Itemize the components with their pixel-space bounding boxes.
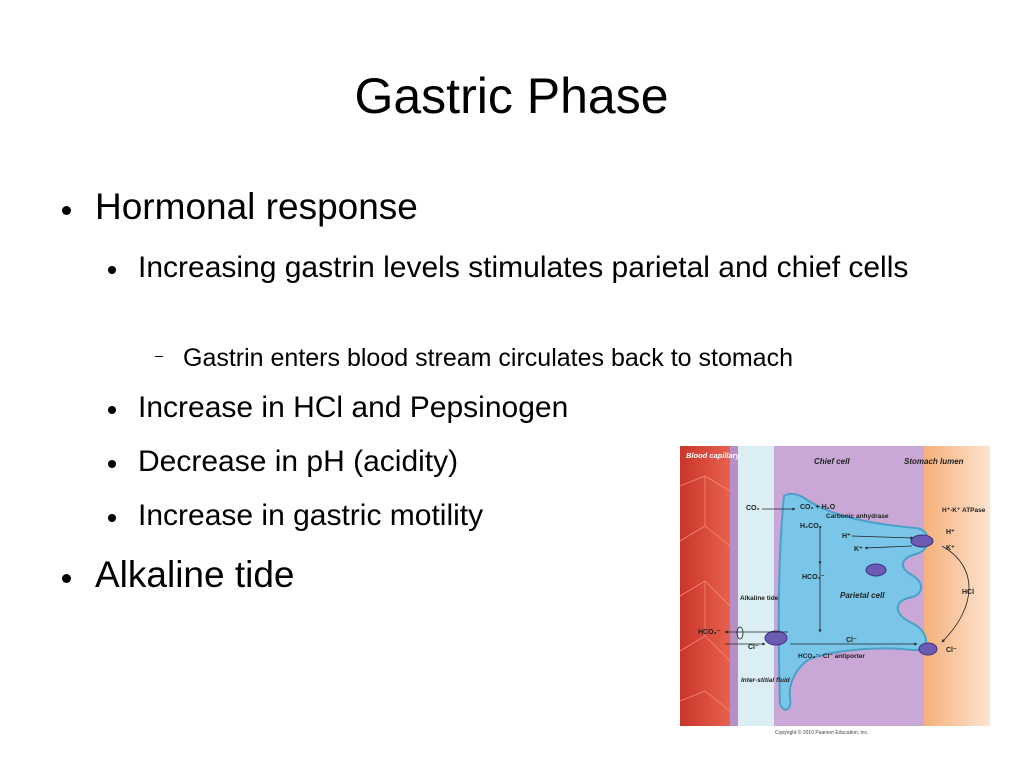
bullet-text: Decrease in pH (acidity) [138,445,459,478]
bullet-dot-icon [108,514,116,522]
lumen-pump [865,563,887,577]
bullet-text: Gastrin enters blood stream circulates b… [183,344,793,372]
bullet-dot-icon [108,406,116,414]
cl-channel [918,642,938,656]
label-hco3: HCO₃⁻ [802,574,825,581]
label-co2: CO₂ [746,505,760,512]
page-title: Gastric Phase [354,68,669,124]
hk-atpase-pump [910,534,934,548]
bullet-text: Increase in gastric motility [138,499,484,532]
parietal-cell-diagram: Blood capillary Chief cell Stomach lumen… [680,446,990,726]
interstitial-region [738,446,774,726]
label-h-right: H⁺ [946,529,955,536]
bullet-text: Alkaline tide [95,554,295,595]
bullet-text: Increase in HCl and Pepsinogen [138,391,569,424]
label-cl-left: Cl⁻ [748,644,759,651]
antiporter [764,630,788,646]
bullet-dot-icon [62,206,71,215]
label-stomach-lumen: Stomach lumen [904,457,964,466]
stomach-lumen-region [924,446,990,726]
label-cl-mid: Cl⁻ [846,637,857,644]
label-k-plus: K⁺ [854,546,863,553]
label-blood-capillary: Blood capillary [686,451,741,460]
bullet-text: Increasing gastrin levels stimulates par… [138,251,909,284]
label-chief-cell: Chief cell [814,457,850,466]
label-k-right: K⁺ [946,545,955,552]
label-hcl: HCl [962,589,974,596]
label-alkaline-tide: Alkaline tide [740,595,779,602]
label-cl-right: Cl⁻ [946,647,957,654]
figure-copyright: Copyright © 2010 Pearson Education, Inc. [775,730,869,736]
label-hco3-left: HCO₃⁻ [698,629,721,636]
parietal-cell-shape [777,492,929,711]
label-antiporter: HCO₃⁻- Cl⁻ antiporter [798,653,865,660]
bullet-dot-icon [108,460,116,468]
bullet-dash-icon [155,356,163,357]
label-h-plus: H⁺ [842,533,851,540]
label-co2-h2o: CO₂ + H₂O [800,504,836,511]
label-parietal-cell: Parietal cell [840,591,885,600]
label-interstitial-fluid: Inter-stitial fluid [741,677,791,684]
bullet-dot-icon [62,574,71,583]
label-carbonic-anhydrase: Carbonic anhydrase [826,513,889,520]
bullet-dot-icon [108,266,116,274]
label-hk-atpase: H⁺-K⁺ ATPase [942,507,986,514]
alkaline-tide-channel [736,626,744,640]
label-h2co3: H₂CO₃ [800,523,822,530]
bullet-text: Hormonal response [95,186,418,227]
